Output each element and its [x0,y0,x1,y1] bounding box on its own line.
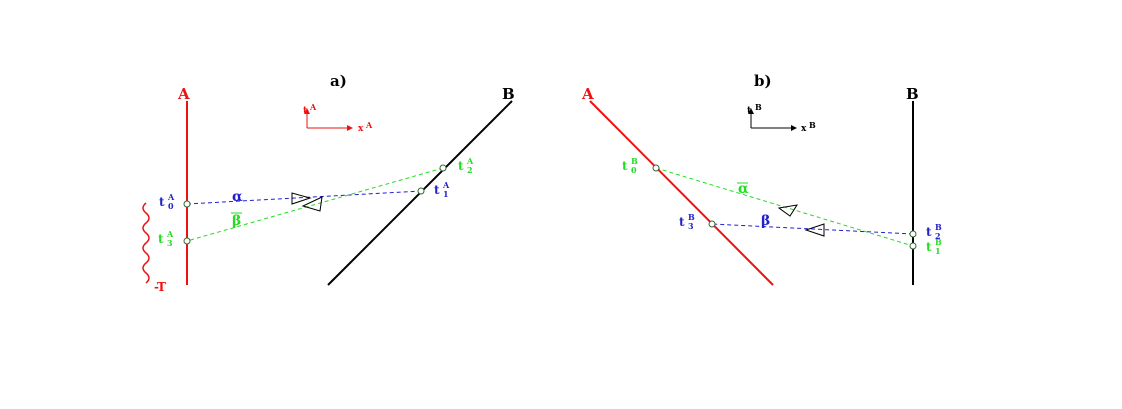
panel-a-beta-label: β [232,213,241,229]
panel-a-axis-t-label: t [303,106,308,116]
panel-b-observer-b-label: B [906,85,919,103]
panel-b-label-t3: t B 3 [679,212,695,231]
panel-b-beta-label: β [761,213,770,229]
panel-a-beta-arrowhead [301,196,323,212]
panel-a-signal-beta [186,167,444,242]
svg-text:1: 1 [443,189,449,199]
panel-b-event-t1 [909,242,917,250]
svg-text:t: t [159,195,165,209]
panel-a-event-t2 [439,164,447,172]
panel-a-observer-a-label: A [177,85,190,103]
panel-a-label-t0: t A 0 [159,192,175,211]
panel-b: b) A B t B x B α β [581,72,942,286]
panel-a-axis-t-sup: A [309,102,317,112]
panel-b-event-t0 [652,164,660,172]
panel-a-axis-x-label: x [358,124,364,134]
panel-b-event-t2 [909,230,917,238]
svg-text:3: 3 [688,221,694,231]
panel-a-alpha-label: α [232,189,243,205]
svg-text:t: t [926,225,932,239]
panel-a-label-t3: t A 3 [158,229,174,248]
svg-text:0: 0 [631,165,637,175]
panel-a-alpha-arrowhead [291,192,312,205]
panel-b-axis-t-sup: B [755,102,762,112]
panel-b-label-t1: t B 1 [926,237,942,256]
svg-text:B: B [935,222,942,232]
svg-text:A: A [466,156,474,166]
svg-text:1: 1 [935,246,941,256]
svg-text:t: t [622,159,628,173]
svg-text:t: t [679,215,685,229]
panel-a-axes-indicator: t A x A [303,102,373,134]
panel-b-axis-t-label: t [747,106,752,116]
svg-text:t: t [434,183,440,197]
svg-text:t: t [158,232,164,246]
svg-text:B: B [935,237,942,247]
svg-text:2: 2 [467,165,473,175]
panel-a-bottom-label: -T [154,280,166,294]
panel-a-event-t3 [183,237,191,245]
svg-text:2: 2 [935,231,941,241]
panel-a-label: a) [330,72,347,90]
svg-text:A: A [442,180,450,190]
svg-text:t: t [926,240,932,254]
panel-a-label-t1: t A 1 [434,180,450,199]
panel-a-signal-alpha [186,190,422,205]
svg-text:A: A [167,192,175,202]
panel-b-axes-indicator: t B x B [747,102,816,134]
panel-a-wavy-line [142,202,150,284]
panel-b-event-t3 [708,220,716,228]
svg-text:B: B [631,156,638,166]
svg-text:3: 3 [167,238,173,248]
panel-b-alpha-arrowhead [777,204,799,217]
svg-text:0: 0 [168,201,174,211]
panel-b-label-t0: t B 0 [622,156,638,175]
panel-a-observer-b-label: B [502,85,515,103]
panel-b-worldline-a [589,100,774,286]
svg-text:t: t [458,159,464,173]
panel-b-label: b) [754,72,772,90]
panel-a-event-t1 [417,187,425,195]
panel-b-beta-arrowhead [804,223,825,237]
svg-text:B: B [688,212,695,222]
svg-text:A: A [166,229,174,239]
panel-b-label-t2: t B 2 [926,222,942,241]
panel-a-axis-x-sup: A [365,120,373,130]
panel-a-event-t0 [183,200,191,208]
panel-b-alpha-label: α [738,181,749,197]
panel-b-signal-beta [711,223,914,235]
panel-a: a) A B t A x A α β [142,72,515,294]
panel-a-label-t2: t A 2 [458,156,474,175]
panel-b-axis-x-label: x [801,124,807,134]
panel-b-observer-a-label: A [581,85,594,103]
panel-b-axis-x-sup: B [809,120,816,130]
